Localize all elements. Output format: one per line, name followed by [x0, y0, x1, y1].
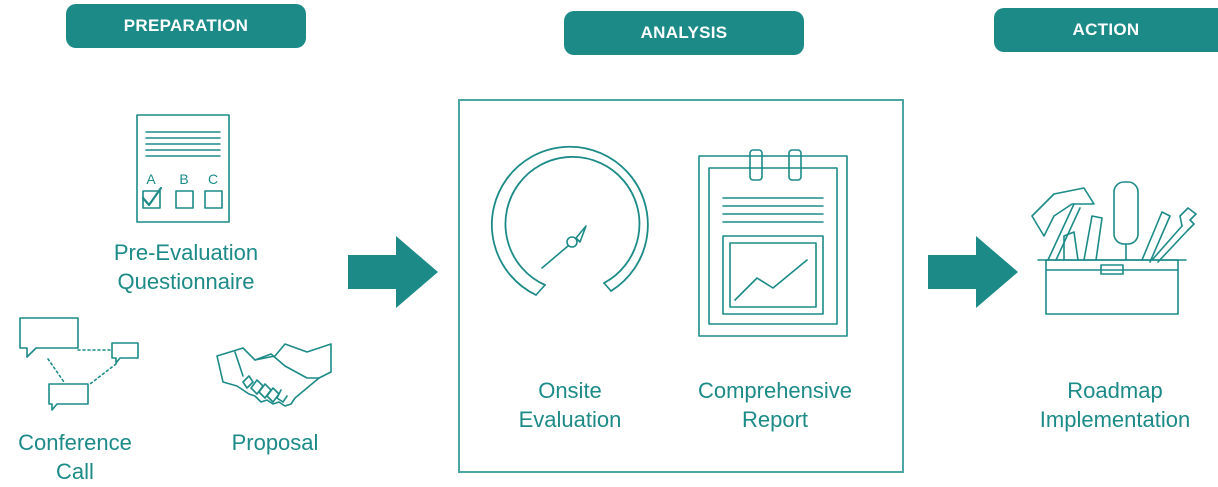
questionnaire-icon: A B C [136, 114, 230, 223]
questionnaire-label: Pre-Evaluation Questionnaire [113, 240, 259, 294]
conference-label: Conference Call [18, 430, 132, 484]
arrow-right-icon [348, 236, 438, 308]
report-label: Comprehensive Report [697, 378, 853, 432]
chat-bubbles-icon [19, 317, 139, 411]
action-header: ACTION [994, 8, 1218, 52]
analysis-frame [458, 99, 904, 473]
gauge-icon [490, 145, 649, 296]
roadmap-label: Roadmap Implementation [1039, 378, 1191, 432]
proposal-label: Proposal [231, 430, 319, 455]
option-c: C [208, 171, 218, 187]
option-b: B [179, 171, 188, 187]
arrow-right-icon [928, 236, 1018, 308]
option-a: A [146, 171, 156, 187]
analysis-header: ANALYSIS [564, 11, 804, 55]
handshake-icon [216, 343, 332, 407]
toolbox-icon [1031, 181, 1197, 315]
onsite-label: Onsite Evaluation [518, 378, 622, 432]
preparation-header: PREPARATION [66, 4, 306, 48]
clipboard-chart-icon [698, 149, 848, 337]
